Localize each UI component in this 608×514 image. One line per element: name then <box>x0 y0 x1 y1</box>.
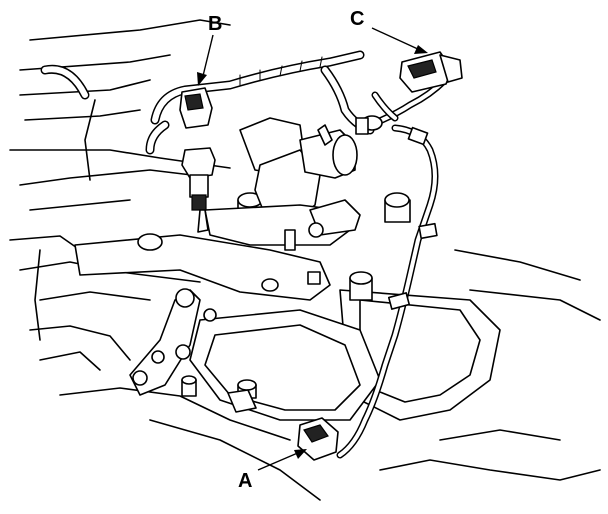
callout-b-label: B <box>208 13 222 35</box>
callout-c-arrow <box>371 27 428 54</box>
mid-connector <box>227 389 257 413</box>
mounting-bracket <box>74 233 331 301</box>
connector-c <box>399 51 463 93</box>
sensor-b-assembly <box>181 147 216 233</box>
linkage-arm <box>129 288 217 396</box>
engine-block-outline <box>9 19 601 501</box>
callout-b-arrow <box>197 34 214 86</box>
callout-a-label: A <box>238 470 252 492</box>
connector-b <box>179 87 213 129</box>
wire-to-a <box>336 124 439 459</box>
connector-a <box>297 417 339 461</box>
bolts <box>181 192 411 399</box>
callout-c-label: C <box>350 8 364 30</box>
callout-a-arrow <box>257 449 307 471</box>
solenoid-valve <box>204 117 361 251</box>
